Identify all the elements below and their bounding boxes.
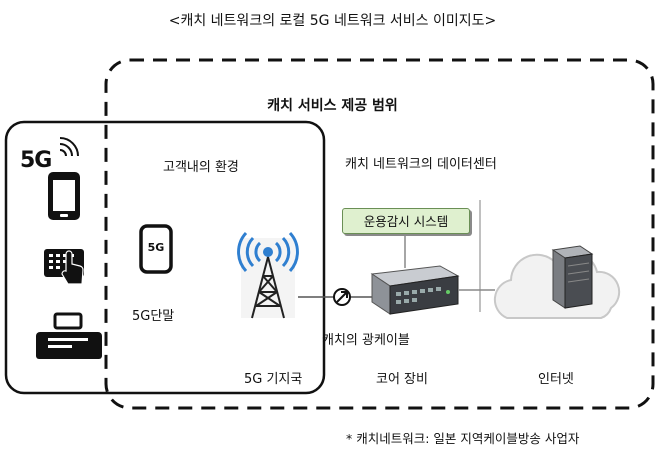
tablet-touch-icon <box>44 249 84 285</box>
terminal-label: 5G단말 <box>132 309 175 324</box>
footnote: * 캐치네트워크: 일본 지역케이블방송 사업자 <box>346 431 580 446</box>
monitoring-system-label: 운용감시 시스템 <box>363 214 449 229</box>
fiber-cable-label: 캐치의 광케이블 <box>322 333 410 348</box>
smartphone-icon <box>48 172 80 220</box>
base-station-label: 5G 기지국 <box>244 372 303 387</box>
5g-terminal-icon-text: 5G <box>147 241 165 254</box>
internet-label: 인터넷 <box>538 372 574 387</box>
fax-machine-icon <box>36 312 102 359</box>
datacenter-label: 캐치 네트워크의 데이터센터 <box>345 157 497 172</box>
customer-environment-boundary <box>4 120 326 395</box>
5g-terminal-icon <box>139 224 173 274</box>
server-icon <box>551 245 594 309</box>
diagram-title: <캐치 네트워크의 로컬 5G 네트워크 서비스 이미지도> <box>168 13 497 29</box>
core-equipment-label: 코어 장비 <box>376 372 428 387</box>
service-scope-title: 캐치 서비스 제공 범위 <box>267 98 398 114</box>
core-equipment-icon <box>370 265 460 315</box>
5g-badge: 5G <box>20 148 52 173</box>
customer-environment-label: 고객내의 환경 <box>163 160 239 175</box>
fiber-cable <box>298 288 372 306</box>
monitoring-system-box: 운용감시 시스템 <box>342 208 470 234</box>
base-station-tower-icon <box>237 231 299 319</box>
signal-icon <box>59 137 79 157</box>
